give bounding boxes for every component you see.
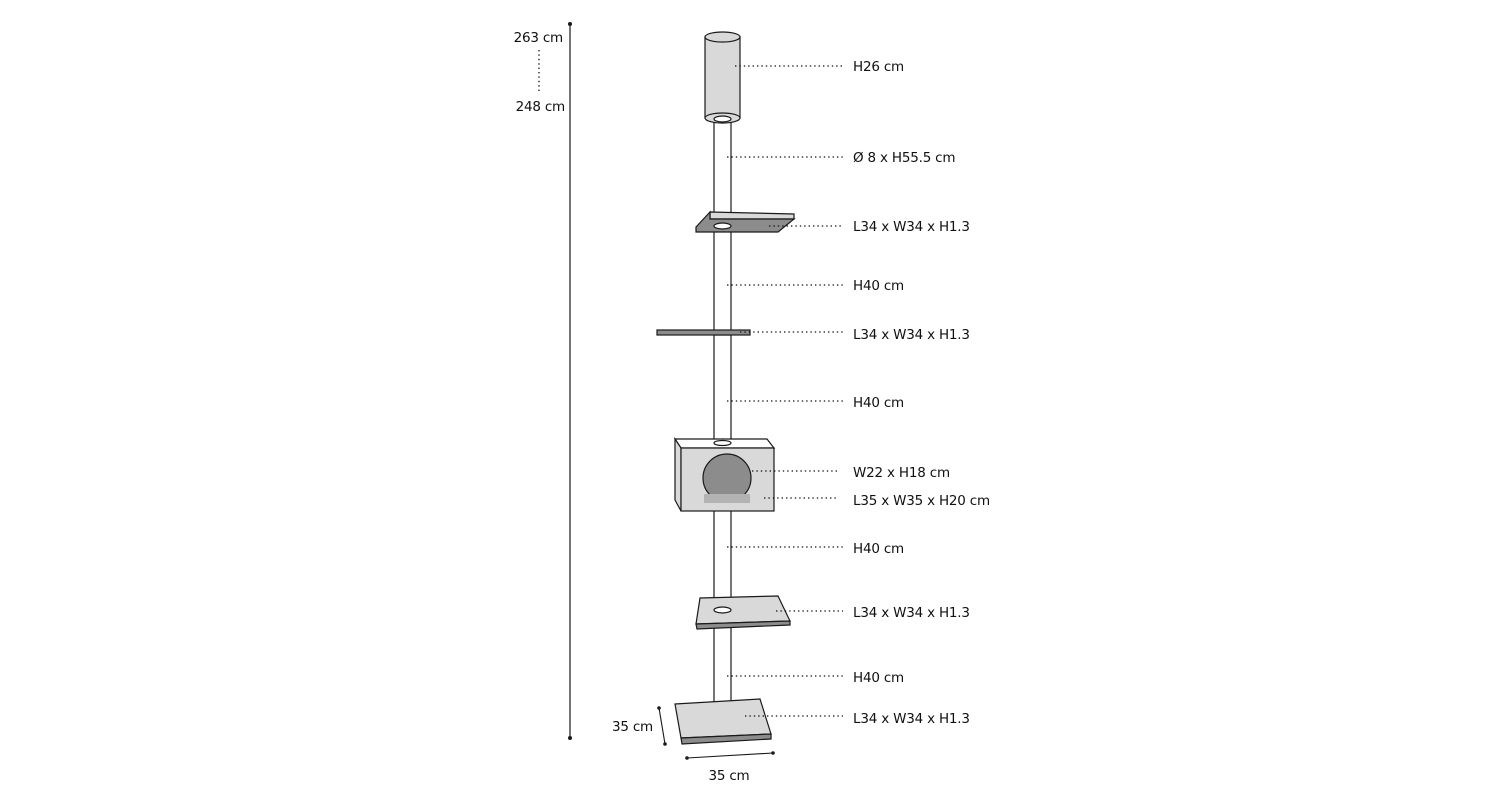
base-dimensions: 35 cm 35 cm — [612, 706, 775, 784]
posts — [713, 116, 732, 723]
base-depth-line — [658, 707, 666, 745]
part-labels: H26 cm Ø 8 x H55.5 cm L34 x W34 x H1.3 H… — [853, 59, 990, 727]
label-platform-2: L34 x W34 x H1.3 — [853, 327, 970, 343]
post-2 — [713, 224, 732, 332]
label-platform-3: L34 x W34 x H1.3 — [853, 605, 970, 621]
label-top-post: Ø 8 x H55.5 cm — [853, 150, 955, 166]
post-3 — [713, 334, 732, 445]
cave-box-side — [674, 437, 682, 512]
label-post-2: H40 cm — [853, 278, 904, 294]
top-cylinder-post-socket — [713, 115, 732, 123]
label-post-4: H40 cm — [853, 541, 904, 557]
cave-box — [673, 437, 776, 512]
label-post-5: H40 cm — [853, 670, 904, 686]
platform-2 — [656, 329, 751, 336]
base-width-line — [686, 752, 774, 759]
leader-lines — [727, 65, 843, 717]
base-width-dot-left — [685, 756, 689, 760]
platform-3-top — [695, 595, 791, 625]
height-min-label: 248 cm — [516, 99, 565, 115]
platform-2-board — [656, 329, 751, 336]
cave-box-top-post-hole — [713, 439, 732, 447]
label-cave-box: L35 x W35 x H20 cm — [853, 493, 990, 509]
top-cylinder — [704, 31, 741, 124]
base-depth-dot-bottom — [663, 742, 667, 746]
base-width-label: 35 cm — [708, 768, 749, 784]
base-plate-front — [680, 733, 772, 745]
platform-1 — [695, 210, 796, 233]
platform-3-post-hole — [713, 606, 732, 614]
height-max-label: 263 cm — [514, 30, 563, 46]
base-plate-top — [674, 698, 772, 739]
base-width-dot-right — [771, 751, 775, 755]
base-depth-dot-top — [657, 706, 661, 710]
label-base-plate: L34 x W34 x H1.3 — [853, 711, 970, 727]
platform-1-top — [709, 211, 795, 220]
height-dimension: 263 cm 248 cm — [514, 22, 572, 740]
label-platform-1: L34 x W34 x H1.3 — [853, 219, 970, 235]
label-cave-opening: W22 x H18 cm — [853, 465, 950, 481]
height-line-top-dot — [568, 22, 572, 26]
platform-1-post-hole — [713, 222, 732, 230]
base-plate — [674, 698, 772, 745]
platform-3-front — [695, 620, 791, 630]
label-top-cylinder: H26 cm — [853, 59, 904, 75]
base-depth-label: 35 cm — [612, 719, 653, 735]
cave-opening-floor — [704, 494, 750, 503]
label-post-3: H40 cm — [853, 395, 904, 411]
top-post — [713, 116, 732, 218]
platform-3 — [695, 595, 791, 630]
height-line-bottom-dot — [568, 736, 572, 740]
top-cylinder-top — [704, 31, 741, 43]
top-cylinder-body — [704, 36, 741, 119]
